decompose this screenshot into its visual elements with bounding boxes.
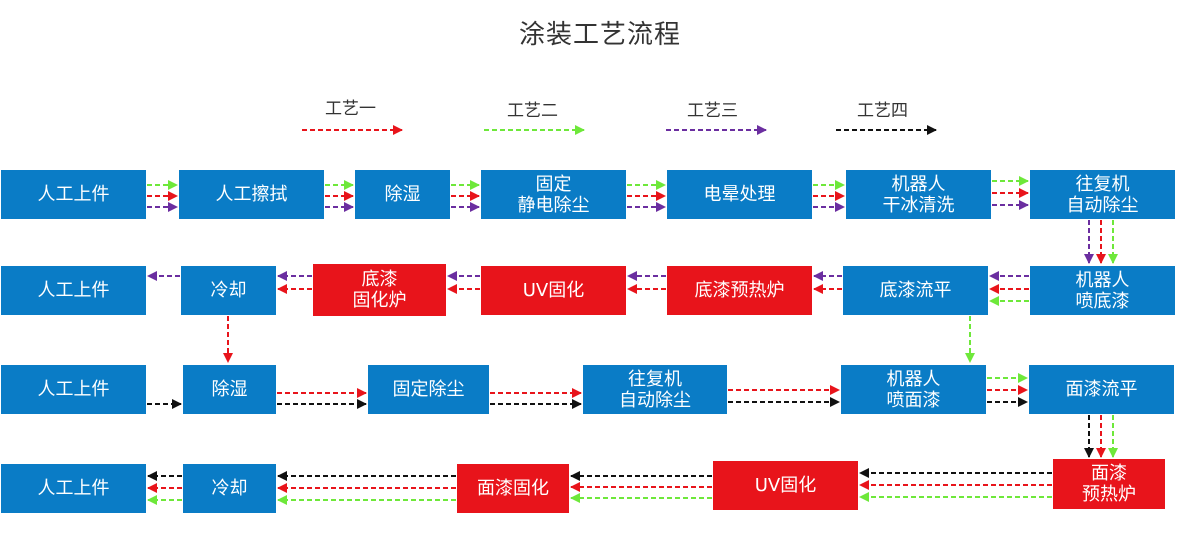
step-reciprocator-dedust-r1: 往复机 自动除尘 [1030, 170, 1175, 219]
step-primer-cure-oven: 底漆 固化炉 [313, 264, 446, 316]
step-uv-cure-r4: UV固化 [713, 461, 858, 510]
step-manual-loading-r2: 人工上件 [1, 266, 146, 315]
step-cooling-r2: 冷却 [181, 266, 276, 315]
row2-arrows [147, 271, 1029, 306]
step-manual-loading-r3: 人工上件 [1, 365, 146, 414]
step-manual-loading-r4: 人工上件 [1, 464, 146, 513]
step-reciprocator-dedust-r3: 往复机 自动除尘 [583, 365, 727, 414]
legend-label-process-4: 工艺四 [857, 101, 908, 121]
step-robot-topcoat-spray: 机器人 喷面漆 [841, 365, 986, 414]
step-primer-preheat-oven: 底漆预热炉 [667, 266, 812, 315]
legend-label-process-1: 工艺一 [325, 99, 376, 119]
row1-row2-down-arrows [1084, 220, 1118, 264]
step-topcoat-leveling: 面漆流平 [1029, 365, 1174, 414]
step-static-dedust: 固定 静电除尘 [481, 170, 626, 219]
step-manual-loading-r1: 人工上件 [1, 170, 146, 219]
step-cooling-r4: 冷却 [183, 464, 276, 513]
step-uv-cure-r2: UV固化 [481, 266, 626, 315]
step-manual-wipe: 人工擦拭 [179, 170, 324, 219]
legend-label-process-2: 工艺二 [507, 101, 558, 121]
step-corona: 电晕处理 [667, 170, 812, 219]
row4-arrows [147, 468, 1052, 505]
row3-arrows [147, 373, 1028, 409]
step-robot-primer-spray: 机器人 喷底漆 [1030, 266, 1175, 315]
step-topcoat-cure: 面漆固化 [457, 464, 569, 513]
step-dehumidify-r3: 除湿 [183, 365, 276, 414]
step-dehumidify-r1: 除湿 [355, 170, 450, 219]
step-primer-leveling: 底漆流平 [843, 266, 988, 315]
step-topcoat-preheat-oven: 面漆 预热炉 [1053, 459, 1165, 509]
row3-row4-down-arrows [1084, 415, 1118, 458]
diagram-title: 涂装工艺流程 [518, 20, 681, 50]
row1-arrows [147, 176, 1029, 212]
step-dry-ice-clean: 机器人 干冰清洗 [846, 170, 991, 219]
step-fixed-dedust: 固定除尘 [368, 365, 489, 414]
legend-label-process-3: 工艺三 [687, 101, 738, 121]
